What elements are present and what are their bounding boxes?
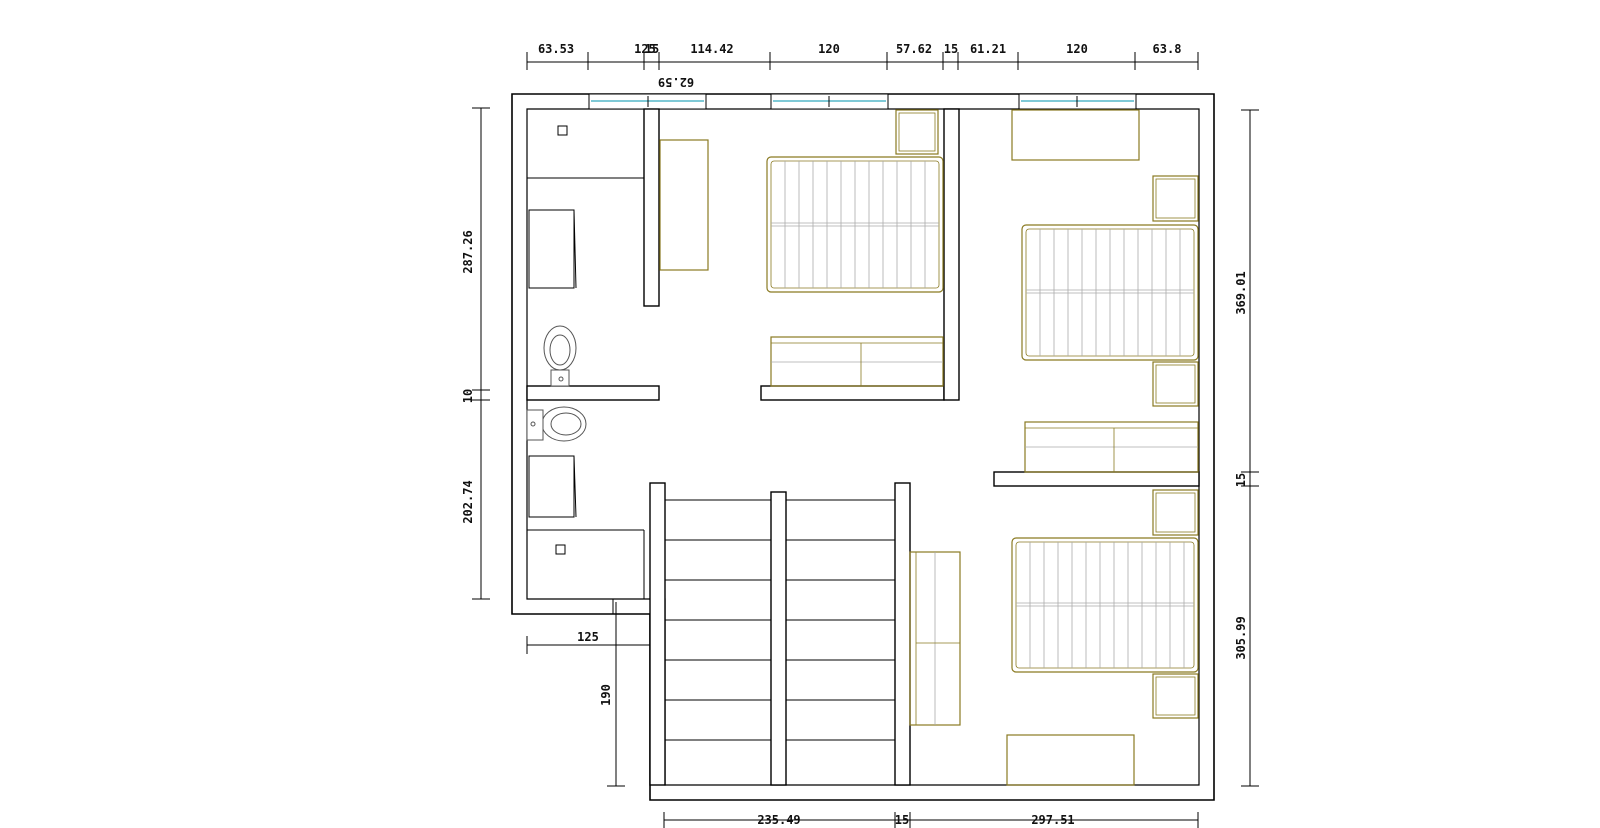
dim-left-lower: 202.74 xyxy=(461,480,475,523)
dim-right-lower: 305.99 xyxy=(1234,616,1248,659)
wall-bedroom-2-3 xyxy=(993,471,1200,487)
bathroom xyxy=(526,125,645,614)
dim-top-mirrored: 62.59 xyxy=(658,75,694,89)
dim-top-10: 63.8 xyxy=(1153,42,1182,56)
sink-drain-bottom xyxy=(555,544,566,555)
dim-top-4: 114.42 xyxy=(690,42,733,56)
interior-walls xyxy=(526,108,1200,786)
dim-right-upper: 369.01 xyxy=(1234,271,1248,314)
bedroom-2 xyxy=(1011,109,1199,473)
nightstand-bedroom-3-bottom xyxy=(1152,673,1199,719)
right-dimension-chain: 369.01 15 305.99 xyxy=(1234,109,1259,787)
wall-stair-left xyxy=(649,482,666,786)
dim-bottom-right: 297.51 xyxy=(1031,813,1074,827)
sink-drain-top xyxy=(557,125,568,136)
dim-lower-left-width: 125 xyxy=(577,630,599,644)
wall-bedroom-1-bottom xyxy=(760,385,945,401)
bedroom-3 xyxy=(909,489,1199,786)
dim-top-6: 57.62 xyxy=(896,42,932,56)
dim-bottom-left: 235.49 xyxy=(757,813,800,827)
dim-top-9: 120 xyxy=(1066,42,1088,56)
toilet-lower xyxy=(526,406,587,442)
dim-lower-left-height: 190 xyxy=(599,684,613,706)
staircase xyxy=(664,499,896,786)
wall-bedroom-divider xyxy=(943,108,960,401)
bathroom-cabinet-bottom xyxy=(528,455,575,518)
wall-bath-horizontal xyxy=(526,385,660,401)
dim-bottom-middle: 15 xyxy=(895,813,909,827)
lower-left-dimensions: 125 15 190 xyxy=(526,602,665,787)
dim-top-3: 15 xyxy=(645,42,659,56)
desk-bedroom-3 xyxy=(909,551,961,726)
stair-flight-left xyxy=(664,499,772,786)
dim-left-upper: 287.26 xyxy=(461,230,475,273)
desk-bedroom-2 xyxy=(1024,421,1199,473)
dim-top-7: 15 xyxy=(944,42,958,56)
dim-top-2: 125 xyxy=(634,42,656,56)
bed-bedroom-3 xyxy=(1011,537,1199,673)
bed-bedroom-2 xyxy=(1021,224,1199,361)
wardrobe-bedroom-3 xyxy=(1006,734,1135,786)
wall-stair-right xyxy=(894,482,911,786)
toilet-upper xyxy=(543,325,577,387)
bottom-dimension-chain: 235.49 15 297.51 xyxy=(663,812,1199,828)
nightstand-bedroom-1 xyxy=(895,109,939,155)
top-dimension-chain: 63.53 125 15 114.42 120 57.62 15 61.21 1… xyxy=(526,42,1199,89)
dim-right-middle: 15 xyxy=(1234,473,1248,487)
bathroom-cabinet-top xyxy=(528,209,575,289)
bedroom-1 xyxy=(659,109,944,387)
dim-top-5: 120 xyxy=(818,42,840,56)
nightstand-bedroom-2-bottom xyxy=(1152,361,1199,407)
dim-top-8: 61.21 xyxy=(970,42,1006,56)
nightstand-bedroom-2-top xyxy=(1152,175,1199,222)
left-dimension-chain: 287.26 10 202.74 xyxy=(461,107,490,600)
wardrobe-bedroom-2 xyxy=(1011,109,1140,161)
top-windows xyxy=(588,93,1137,110)
dim-top-1: 63.53 xyxy=(538,42,574,56)
wall-stair-middle xyxy=(770,491,787,786)
dim-left-middle: 10 xyxy=(461,389,475,403)
wardrobe-bedroom-1 xyxy=(659,139,709,271)
nightstand-bedroom-3-top xyxy=(1152,489,1199,536)
stair-flight-right xyxy=(785,499,896,786)
desk-bedroom-1 xyxy=(770,336,944,387)
bed-bedroom-1 xyxy=(766,156,944,293)
wall-bath-vertical xyxy=(643,108,660,307)
